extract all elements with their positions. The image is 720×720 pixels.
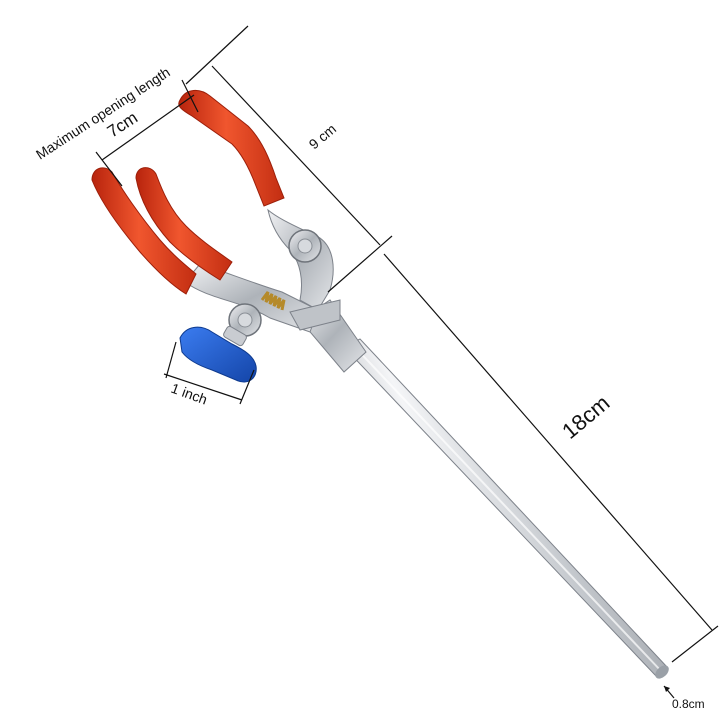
thumb-screw-knob	[179, 325, 257, 383]
rod	[343, 338, 669, 679]
label-max-opening: Maximum opening length	[33, 64, 173, 163]
dim-opening	[95, 79, 199, 187]
grip-upper	[178, 90, 285, 207]
dim-jaw-length	[185, 25, 393, 293]
label-rod-length: 18cm	[557, 390, 614, 444]
pivot-lower	[228, 303, 262, 337]
dim-knob-width	[163, 341, 255, 405]
pivot-upper	[288, 229, 322, 263]
label-rod-diameter: 0.8cm	[672, 697, 705, 711]
label-jaw-length: 9 cm	[306, 121, 340, 153]
dim-rod-diameter	[663, 685, 675, 699]
label-knob-size: 1 inch	[169, 380, 210, 408]
grip-lower-right	[135, 167, 233, 281]
dim-rod-length	[383, 253, 719, 663]
spring	[260, 291, 286, 311]
